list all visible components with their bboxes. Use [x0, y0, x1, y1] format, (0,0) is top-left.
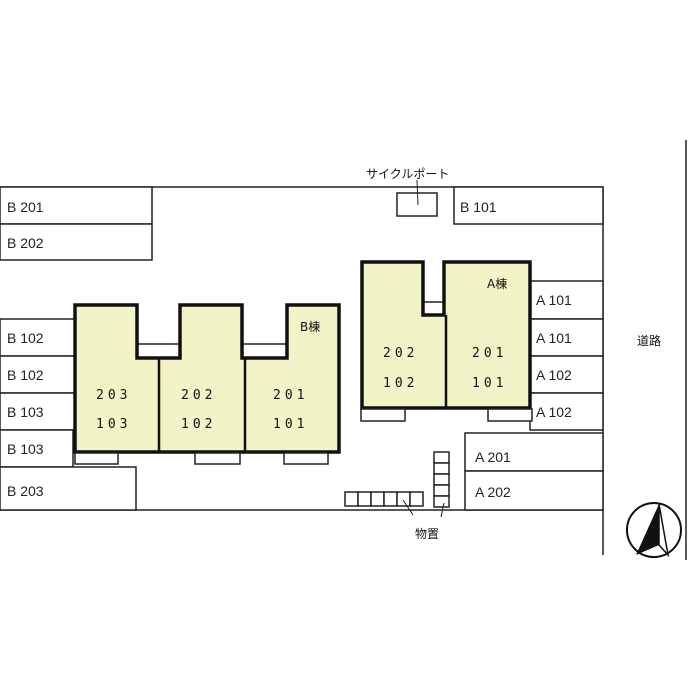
unit-number: 103	[96, 417, 131, 432]
parking-spaces	[0, 186, 604, 511]
parking-label: B 102	[7, 367, 44, 383]
storage-label: 物置	[415, 527, 439, 541]
parking-b103a	[0, 392, 76, 431]
storage-sheds	[344, 451, 450, 518]
parking-b203	[0, 466, 137, 511]
parking-b201	[0, 186, 153, 225]
unit-number: 202	[181, 388, 216, 403]
parking-a102a	[529, 355, 604, 394]
parking-label: A 101	[536, 292, 572, 308]
building-a-label: A棟	[487, 276, 507, 291]
parking-b101	[453, 186, 604, 225]
building-b-label: B棟	[300, 319, 320, 334]
parking-label: B 203	[7, 483, 44, 499]
parking-a201	[464, 432, 604, 472]
parking-label: B 202	[7, 235, 44, 251]
parking-label: B 201	[7, 199, 44, 215]
parking-label: A 102	[536, 404, 572, 420]
parking-label: A 101	[536, 330, 572, 346]
parking-label: A 102	[536, 367, 572, 383]
north-arrow-icon	[626, 502, 682, 558]
unit-number: 201	[273, 388, 308, 403]
parking-a101a	[529, 280, 604, 320]
parking-label: A 202	[475, 484, 511, 500]
parking-label: B 101	[460, 199, 497, 215]
unit-number: 102	[383, 376, 418, 391]
unit-number: 203	[96, 388, 131, 403]
parking-a102b	[529, 392, 604, 431]
parking-b202	[0, 223, 153, 261]
unit-number: 201	[472, 346, 507, 361]
building-a	[360, 260, 533, 422]
unit-number: 101	[273, 417, 308, 432]
parking-a202	[464, 470, 604, 511]
unit-number: 101	[472, 376, 507, 391]
building-b	[73, 303, 341, 465]
road-label: 道路	[637, 333, 661, 348]
unit-number: 102	[181, 417, 216, 432]
parking-label: B 103	[7, 404, 44, 420]
cycle-port-label: サイクルポート	[366, 167, 449, 181]
cycle-port	[396, 192, 438, 217]
parking-label: B 102	[7, 330, 44, 346]
unit-number: 202	[383, 346, 418, 361]
parking-label: A 201	[475, 449, 511, 465]
parking-label: B 103	[7, 441, 44, 457]
parking-b103b	[0, 429, 74, 468]
